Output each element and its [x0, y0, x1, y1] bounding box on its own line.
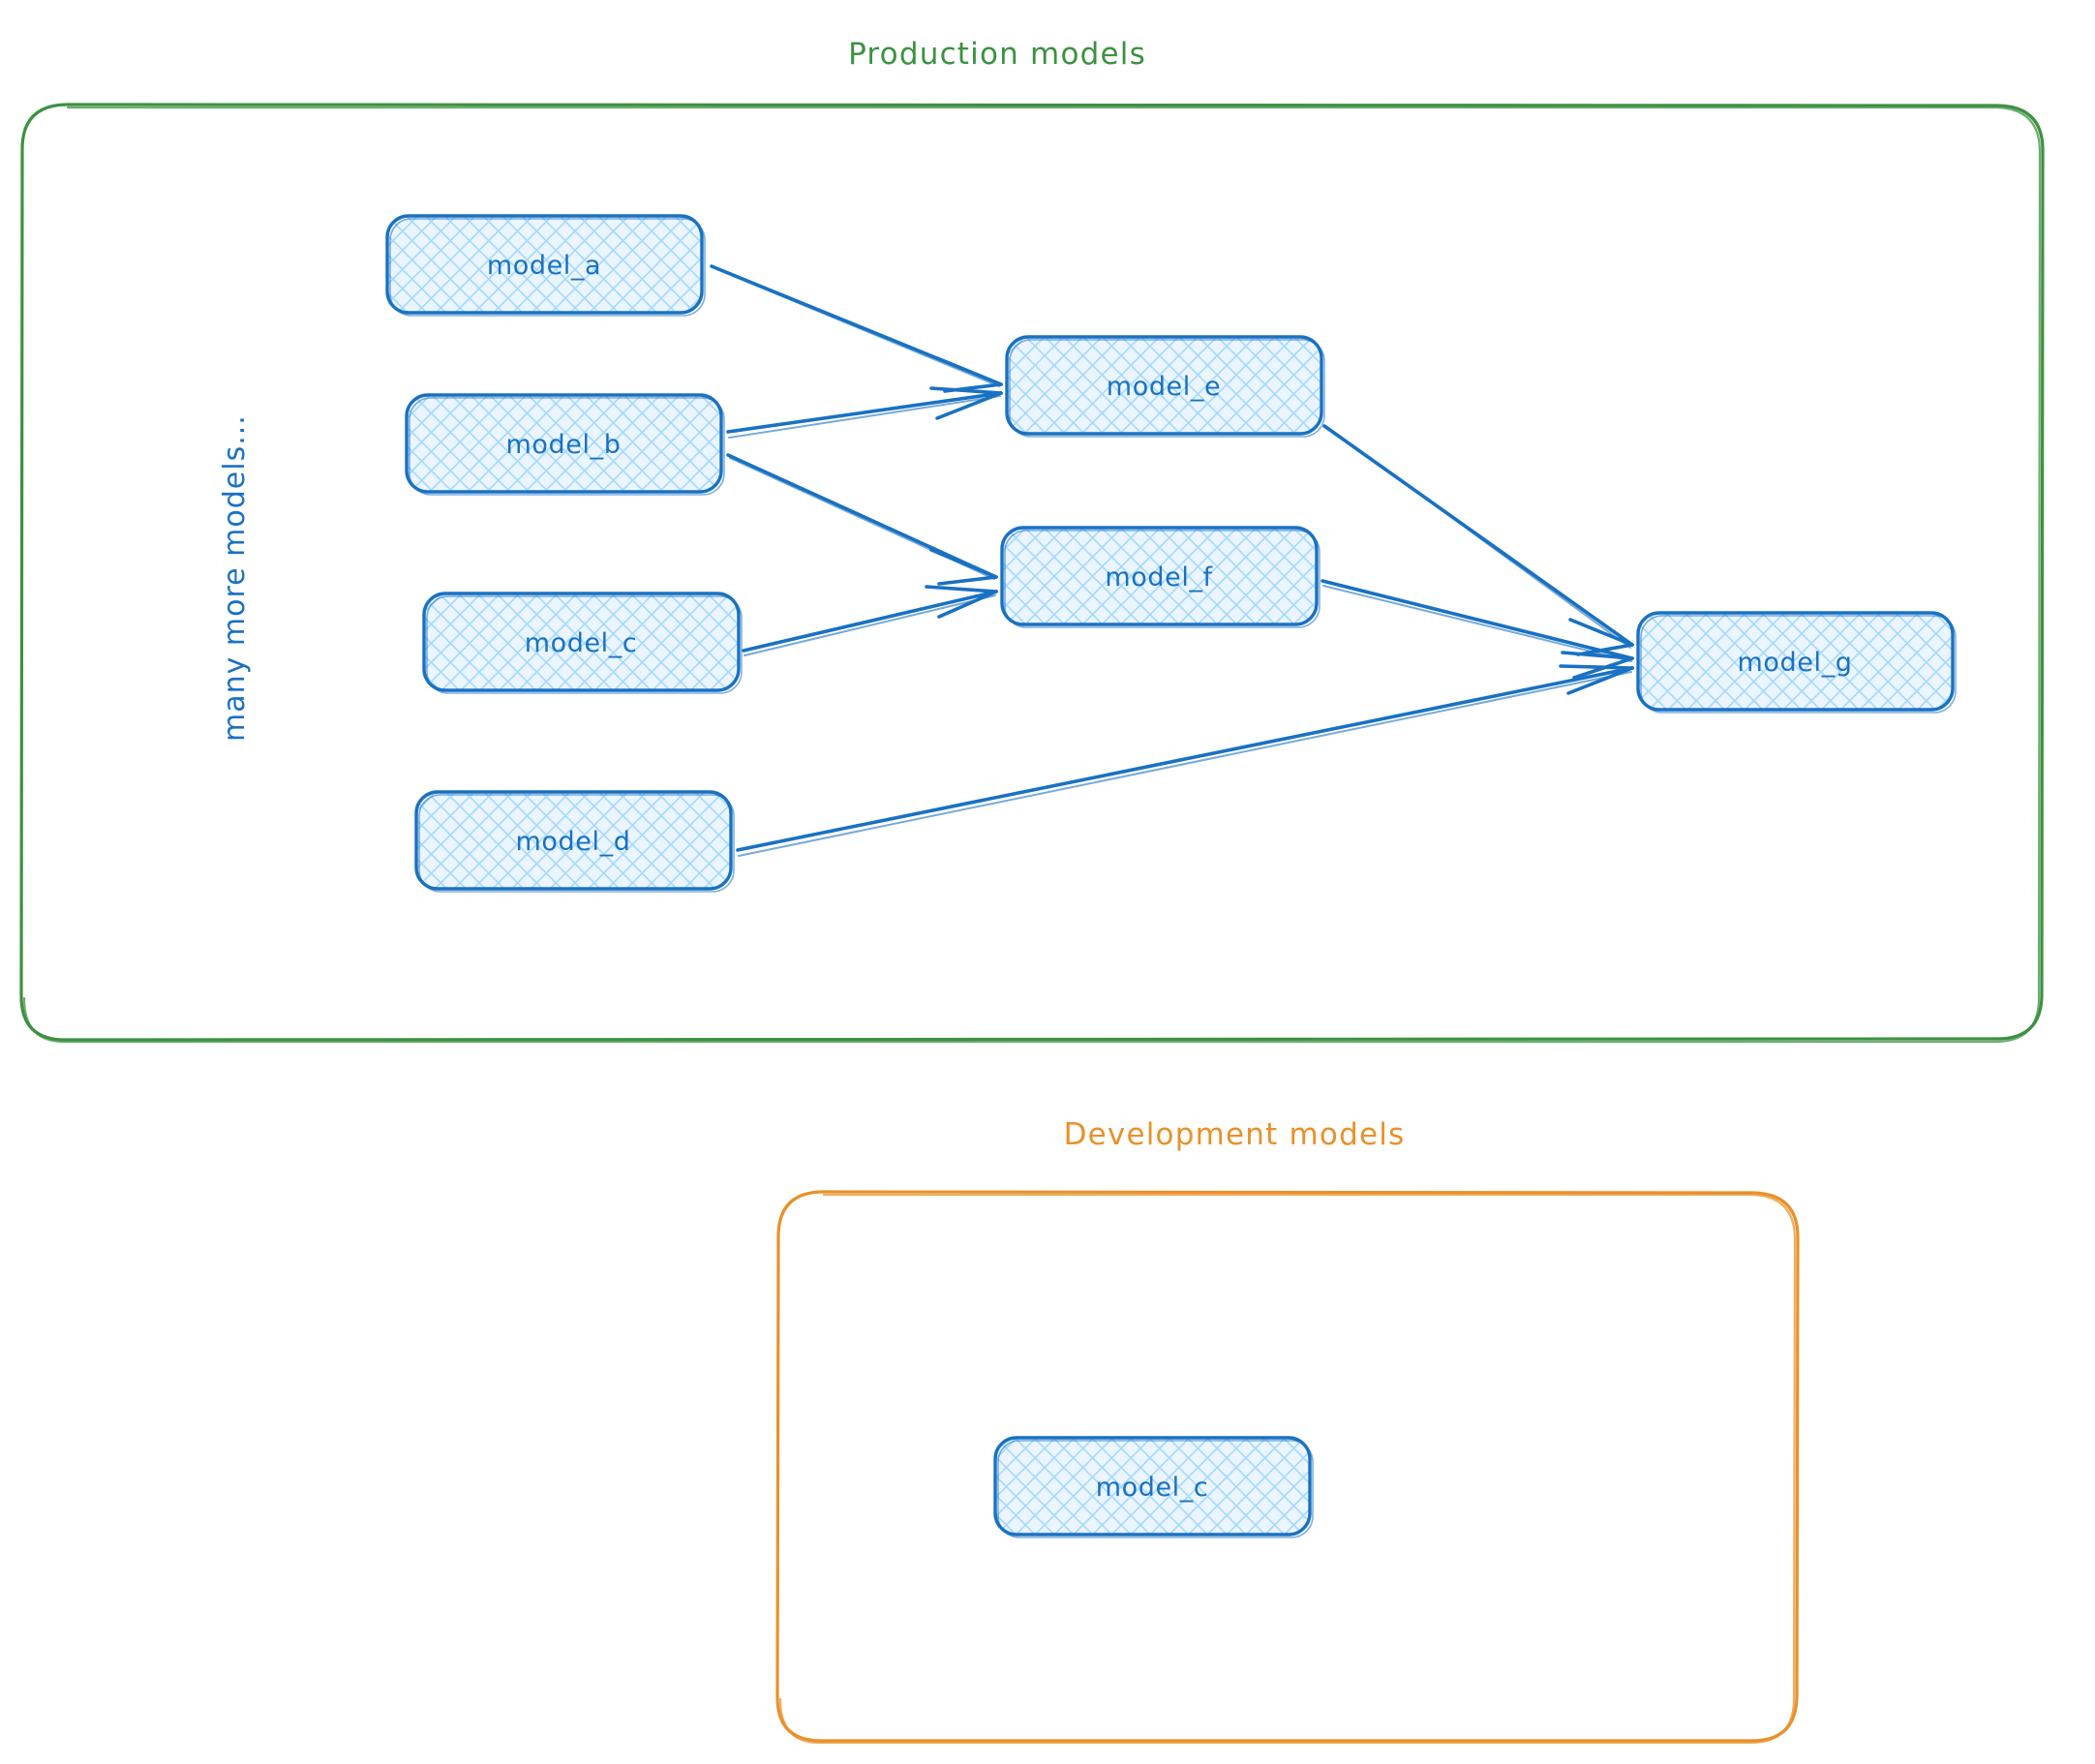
- node-model-d-sketch-outline: [418, 794, 735, 893]
- edge-model-e-to-model-g: [1322, 424, 1634, 656]
- node-model-d[interactable]: model_d: [414, 790, 735, 893]
- node-model-f[interactable]: model_f: [1000, 526, 1321, 628]
- group-container-development: [775, 1190, 1800, 1745]
- node-model-c-shape[interactable]: [422, 592, 741, 692]
- nodes-layer: model_a model_b model_c model_d mode: [385, 214, 1957, 1538]
- edge-model-b-to-model-f: [726, 453, 998, 586]
- node-model-a-shape[interactable]: [385, 214, 704, 315]
- node-model-c-label: model_c: [525, 628, 638, 658]
- many-more-models-annotation: many more models...: [218, 414, 252, 742]
- node-model-f-sketch-outline: [1004, 530, 1321, 628]
- node-model-a-sketch-outline: [389, 218, 706, 317]
- node-dev-model-c[interactable]: model_c: [993, 1436, 1314, 1538]
- edge-model-b-to-model-e: [726, 386, 1003, 439]
- production-group-border: [19, 103, 2045, 1042]
- edge-model-a-to-model-e: [710, 264, 1003, 393]
- edges-layer: [710, 264, 1634, 857]
- node-model-g-shape[interactable]: [1636, 611, 1955, 712]
- node-model-f-shape[interactable]: [1000, 526, 1319, 626]
- node-model-e-label: model_e: [1107, 372, 1221, 402]
- edge-model-f-to-model-g: [1321, 579, 1634, 680]
- node-model-e[interactable]: model_e: [1005, 335, 1325, 438]
- edge-model-c-to-model-f: [742, 585, 998, 656]
- development-group-border-sketch: [778, 1193, 1797, 1745]
- node-model-d-label: model_d: [516, 827, 631, 857]
- edge-model-d-to-model-g: [736, 664, 1634, 857]
- node-model-a-label: model_a: [487, 251, 601, 281]
- node-model-g-label: model_g: [1738, 648, 1853, 678]
- node-model-a[interactable]: model_a: [385, 214, 706, 317]
- node-model-g-sketch-outline: [1640, 615, 1957, 714]
- node-model-g[interactable]: model_g: [1636, 611, 1957, 714]
- development-group-label: Development models: [1064, 1117, 1406, 1152]
- node-model-b-sketch-outline: [409, 397, 725, 496]
- node-model-d-shape[interactable]: [414, 790, 733, 891]
- production-group-label: Production models: [848, 37, 1146, 72]
- node-model-b[interactable]: model_b: [405, 393, 725, 496]
- node-model-c[interactable]: model_c: [422, 592, 743, 694]
- node-model-b-shape[interactable]: [405, 393, 723, 494]
- node-dev-model-c-sketch-outline: [997, 1440, 1314, 1538]
- development-group-border: [775, 1190, 1800, 1743]
- production-group-border-sketch: [22, 106, 2042, 1044]
- node-model-f-label: model_f: [1105, 563, 1213, 593]
- group-container-production: [19, 103, 2045, 1044]
- node-model-b-label: model_b: [506, 430, 622, 460]
- node-model-e-shape[interactable]: [1005, 335, 1323, 436]
- node-dev-model-c-label: model_c: [1096, 1473, 1209, 1503]
- node-model-c-sketch-outline: [426, 595, 743, 694]
- node-dev-model-c-shape[interactable]: [993, 1436, 1312, 1536]
- node-model-e-sketch-outline: [1009, 339, 1325, 438]
